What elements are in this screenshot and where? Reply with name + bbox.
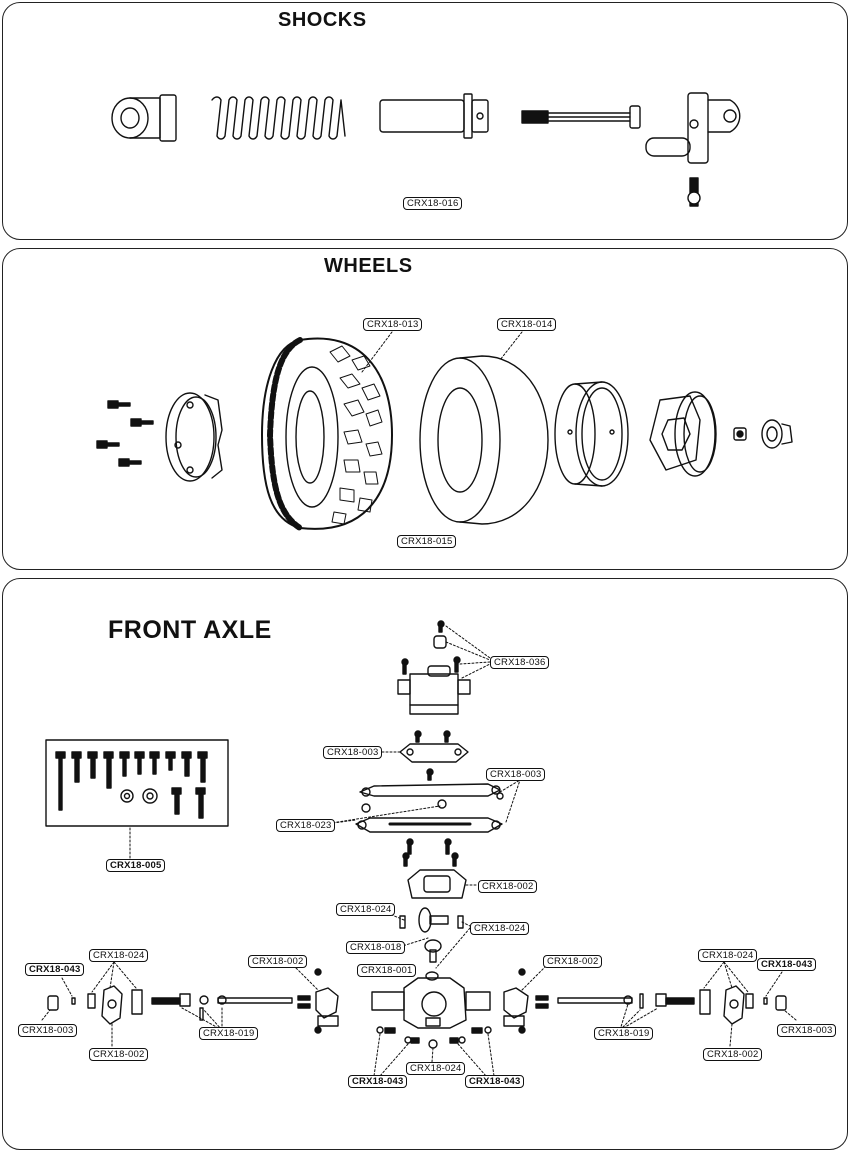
part-label-crx18-024-left: CRX18-024 (89, 949, 149, 962)
part-label-crx18-043-bottom-left: CRX18-043 (348, 1075, 408, 1088)
part-label-crx18-018: CRX18-018 (346, 941, 406, 954)
part-label-crx18-003-left: CRX18-003 (18, 1024, 78, 1037)
shock-cap-icon (645, 92, 741, 207)
part-label-crx18-003-mount: CRX18-003 (323, 746, 383, 759)
part-label-crx18-001: CRX18-001 (357, 964, 417, 977)
part-label-crx18-024-far-right: CRX18-024 (698, 949, 758, 962)
part-label-crx18-002-left-bottom: CRX18-002 (89, 1048, 149, 1061)
servo-mount-icon (399, 730, 469, 781)
part-label-crx18-002-cover: CRX18-002 (478, 880, 538, 893)
part-label-crx18-023: CRX18-023 (276, 819, 336, 832)
part-label-crx18-002-right-bottom: CRX18-002 (703, 1048, 763, 1061)
right-knuckle-assembly-icon (503, 968, 787, 1034)
part-label-crx18-024-bottom: CRX18-024 (406, 1062, 466, 1075)
part-label-crx18-015: CRX18-015 (397, 535, 457, 548)
gear-set-icon (399, 907, 464, 981)
part-label-crx18-043-left: CRX18-043 (25, 963, 85, 976)
part-label-crx18-043-bottom-right: CRX18-043 (465, 1075, 525, 1088)
part-label-crx18-014: CRX18-014 (497, 318, 557, 331)
coil-spring-icon (211, 96, 346, 140)
wheel-screws-icon (96, 400, 154, 467)
tire-icon (261, 337, 393, 531)
part-label-crx18-024-right: CRX18-024 (470, 922, 530, 935)
servo-icon (397, 620, 471, 715)
wheel-rim-icon (165, 392, 223, 482)
front-axle-title: FRONT AXLE (108, 616, 272, 644)
part-label-crx18-019-left: CRX18-019 (199, 1027, 259, 1040)
part-label-crx18-002-right-knuckle: CRX18-002 (543, 955, 603, 968)
part-label-crx18-005: CRX18-005 (106, 859, 166, 872)
hex-hub-icon (649, 391, 793, 477)
shock-body-icon (379, 93, 489, 139)
beadlock-ring-icon (554, 381, 629, 487)
part-label-crx18-002-left-knuckle: CRX18-002 (248, 955, 308, 968)
diff-cover-icon (402, 838, 467, 899)
part-label-crx18-016: CRX18-016 (403, 197, 463, 210)
wheels-panel (2, 248, 848, 570)
part-label-crx18-013: CRX18-013 (363, 318, 423, 331)
foam-insert-icon (419, 355, 549, 525)
axle-housing-icon (371, 977, 491, 1029)
part-label-crx18-003-far-right: CRX18-003 (777, 1024, 837, 1037)
part-label-crx18-043-far-right: CRX18-043 (757, 958, 817, 971)
shocks-title: SHOCKS (278, 9, 367, 31)
shock-eyelet-icon (111, 94, 177, 142)
steering-links-icon (355, 783, 504, 833)
wheels-title: WHEELS (324, 255, 413, 277)
shock-shaft-icon (521, 105, 641, 129)
left-knuckle-assembly-icon (47, 968, 339, 1034)
part-label-crx18-019-right: CRX18-019 (594, 1027, 654, 1040)
part-label-crx18-024-upper: CRX18-024 (336, 903, 396, 916)
hardware-box-icon (45, 739, 229, 827)
part-label-crx18-003-link: CRX18-003 (486, 768, 546, 781)
part-label-crx18-036: CRX18-036 (490, 656, 550, 669)
